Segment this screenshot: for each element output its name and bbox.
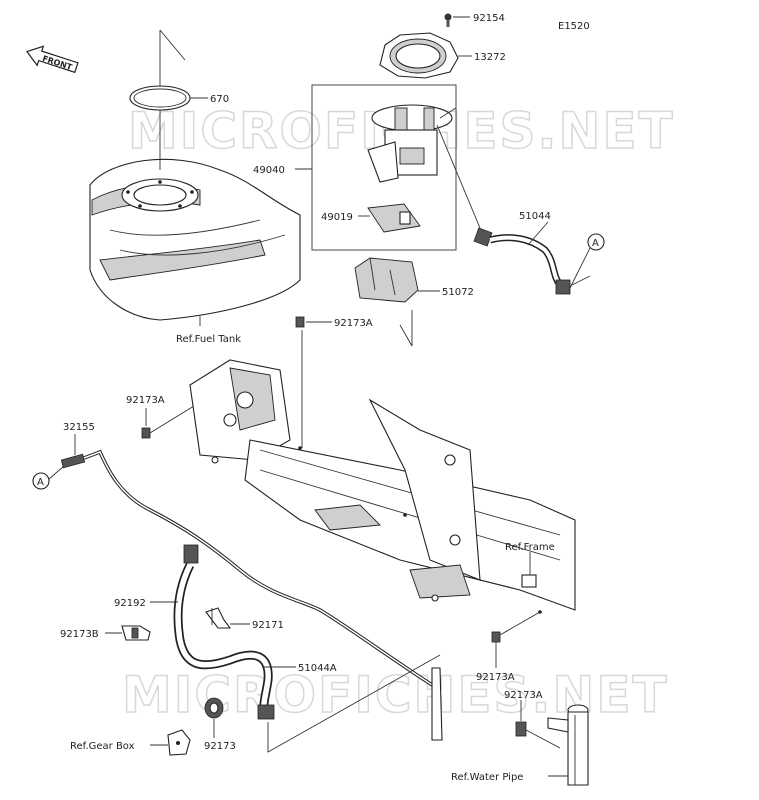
connector-a-top-label: A [592,238,599,249]
callout-49040[interactable]: 49040 [253,165,285,176]
callout-92173a-3[interactable]: 92173A [476,672,515,683]
part-32155-fuel-pipe[interactable] [60,449,443,741]
part-92171-clamp[interactable] [205,607,232,629]
frame [189,359,576,614]
part-92173b-clip[interactable] [121,625,151,641]
callout-92171[interactable]: 92171 [252,620,284,631]
callout-92173[interactable]: 92173 [204,741,236,752]
part-92173a-clip-1[interactable] [295,316,305,328]
ref-fuel-tank: Ref.Fuel Tank [176,334,241,345]
fuel-tank [89,158,301,321]
connector-a-left-label: A [37,477,44,488]
part-49019-filter[interactable] [367,203,421,233]
callout-92192[interactable]: 92192 [114,598,146,609]
callout-32155[interactable]: 32155 [63,422,95,433]
part-92173a-clip-2[interactable] [141,427,151,439]
callout-92173a-1[interactable]: 92173A [334,318,373,329]
part-51044-hose[interactable] [473,227,571,295]
callout-92173b[interactable]: 92173B [60,629,99,640]
ref-gear-box-part [167,729,191,756]
connector-a-left [32,472,50,490]
diagram-code: E1520 [558,21,590,32]
callout-92173a-2[interactable]: 92173A [126,395,165,406]
callout-51072[interactable]: 51072 [442,287,474,298]
ref-frame: Ref.Frame [505,542,555,553]
part-51072-bracket[interactable] [354,257,419,303]
callout-49019[interactable]: 49019 [321,212,353,223]
callout-92154[interactable]: 92154 [473,13,505,24]
callout-51044[interactable]: 51044 [519,211,551,222]
connector-a-top [587,233,605,251]
part-92173a-clip-4[interactable] [515,721,527,737]
part-13272-plate[interactable] [379,32,459,79]
part-670-gasket[interactable] [129,85,191,111]
callout-670[interactable]: 670 [210,94,229,105]
part-92173-grommet[interactable] [204,697,224,719]
pump-assembly-box [311,84,457,251]
part-49040-fuel-pump[interactable] [367,104,481,229]
callout-51044a[interactable]: 51044A [298,663,337,674]
ref-gear-box: Ref.Gear Box [70,741,135,752]
part-92173a-clip-3[interactable] [491,631,501,643]
part-92192-hose[interactable] [173,544,275,720]
callout-13272[interactable]: 13272 [474,52,506,63]
callout-92173a-4[interactable]: 92173A [504,690,543,701]
ref-water-pipe-part [547,704,589,786]
ref-water-pipe: Ref.Water Pipe [451,772,523,783]
front-arrow-icon: FRONT [25,45,79,74]
ref-frame-marker [521,574,537,588]
part-92154-bolt[interactable] [444,13,452,28]
